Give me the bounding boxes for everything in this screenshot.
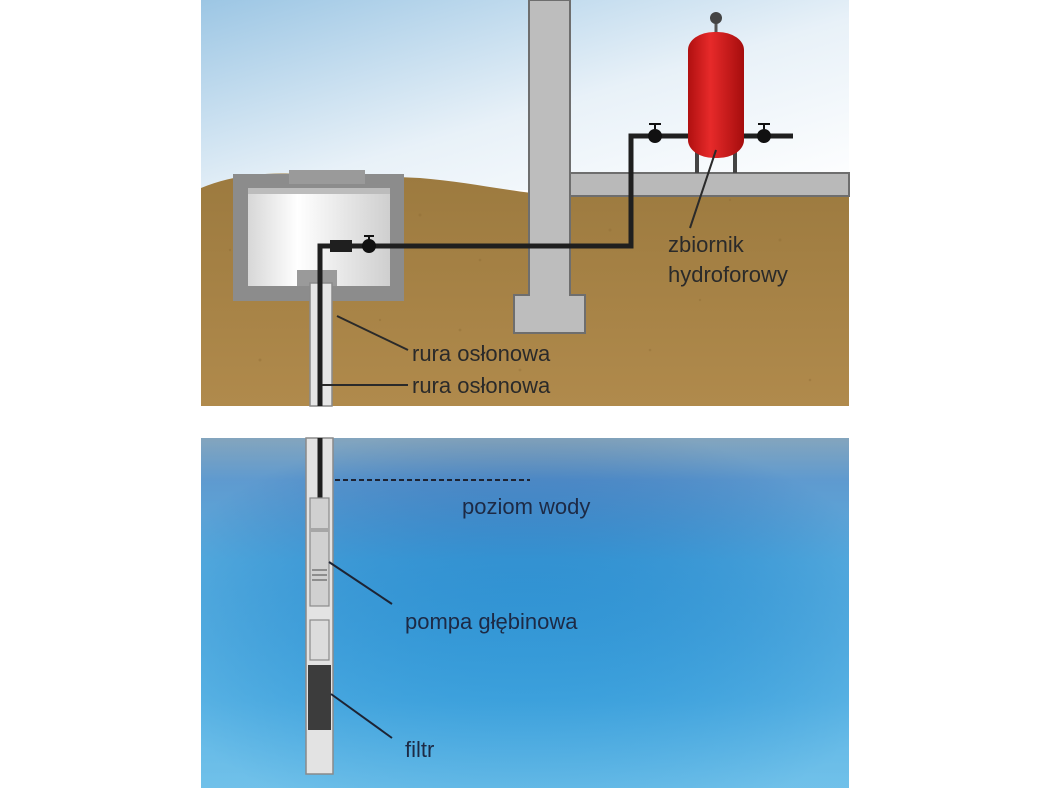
leader-casing-pipe-1 [336,315,409,351]
label-tank-line2: hydroforowy [668,262,788,287]
deep-well-pump [309,497,330,661]
label-water-level: poziom wody [462,494,590,519]
leader-pump [328,561,393,605]
filter-section [308,665,331,730]
label-filter: filtr [405,737,434,762]
leader-filter [330,693,393,739]
label-casing-pipe-2: rura osłonowa [412,373,551,398]
valve-tank-outlet [757,123,771,143]
label-casing-pipe-1: rura osłonowa [412,341,551,366]
leader-tank [689,149,717,229]
house-floor-slab [569,172,850,197]
valve-tank-inlet [648,123,662,143]
pipe-coupling [330,240,352,252]
valve-well [362,235,376,253]
hydrophore-tank [688,12,744,173]
label-deep-pump: pompa głębinowa [405,609,578,634]
well-chamber-lid [289,170,365,184]
lower-section: poziom wody pompa głębinowa filtr [201,437,849,788]
upper-section: zbiornik hydroforowy rura osłonowa rura … [201,0,850,407]
concrete-column [513,0,586,334]
label-tank-line1: zbiornik [668,232,745,257]
sky [201,0,849,190]
soil-texture [228,198,812,382]
